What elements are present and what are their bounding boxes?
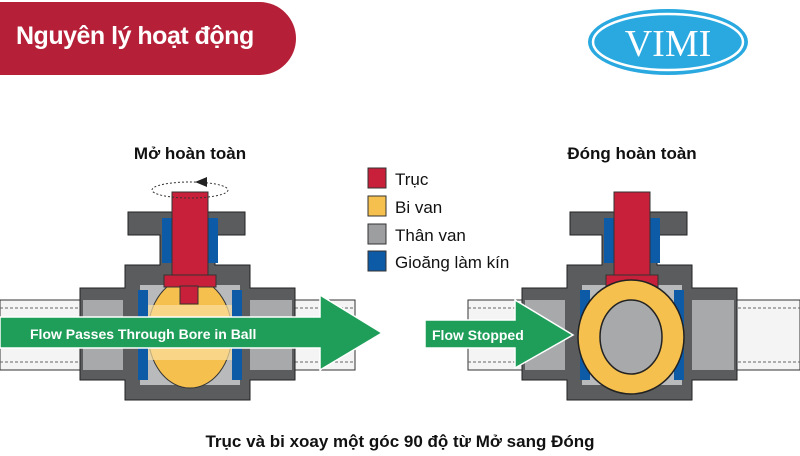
legend-label-body: Thân van	[395, 226, 466, 245]
open-valve: Flow Passes Through Bore in Ball	[0, 177, 384, 401]
header-banner: Nguyên lý hoạt động	[0, 2, 296, 75]
closed-title: Đóng hoàn toàn	[567, 144, 696, 163]
logo-text: VIMI	[625, 23, 712, 65]
stem	[171, 191, 209, 283]
closed-valve: Flow Stopped	[424, 191, 800, 401]
legend: Trục Bi van Thân van Gioăng làm kín	[367, 167, 509, 272]
legend-label-ball: Bi van	[395, 198, 442, 217]
legend-swatch-ball	[367, 195, 387, 217]
header-title: Nguyên lý hoạt động	[16, 22, 254, 50]
caption: Trục và bi xoay một góc 90 độ từ Mở sang…	[205, 432, 594, 451]
flow-label-open: Flow Passes Through Bore in Ball	[30, 326, 256, 342]
flow-arrow-open	[0, 293, 384, 372]
legend-swatch-seal	[367, 250, 387, 272]
legend-swatch-body	[367, 223, 387, 245]
rotation-arrow-icon	[151, 181, 229, 199]
flow-arrow-closed	[424, 298, 575, 370]
legend-label-stem: Trục	[395, 170, 429, 189]
open-title: Mở hoàn toàn	[134, 144, 246, 163]
flow-label-closed: Flow Stopped	[432, 327, 524, 343]
vimi-logo: VIMI	[588, 9, 748, 75]
stem	[613, 191, 651, 283]
legend-label-seal: Gioăng làm kín	[395, 253, 509, 272]
legend-swatch-stem	[367, 167, 387, 189]
